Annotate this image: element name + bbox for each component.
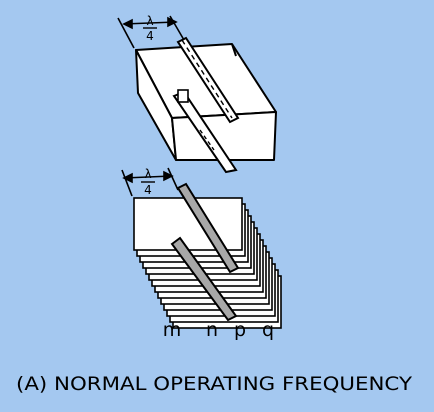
lower-gray-strip (170, 236, 238, 322)
plate-stack (133, 197, 282, 329)
plate-label-q: q (262, 319, 274, 341)
top-slot-strip (172, 36, 240, 174)
bottom-four-label: 4 (144, 183, 152, 197)
bottom-lambda-label: λ (144, 167, 151, 181)
top-lambda-label: λ (146, 14, 153, 28)
figure-caption: (A) NORMAL OPERATING FREQUENCY (16, 373, 412, 395)
plate-label-n: n (206, 319, 218, 341)
bottom-dimension-marker (121, 167, 179, 197)
plate-label-p: p (234, 319, 246, 341)
plate-label-m: m (163, 319, 182, 341)
plate-strips (170, 182, 240, 322)
top-four-label: 4 (146, 29, 154, 43)
plate-outline (133, 197, 243, 251)
upper-gray-strip (176, 182, 240, 274)
top-dimension-marker (117, 15, 185, 49)
